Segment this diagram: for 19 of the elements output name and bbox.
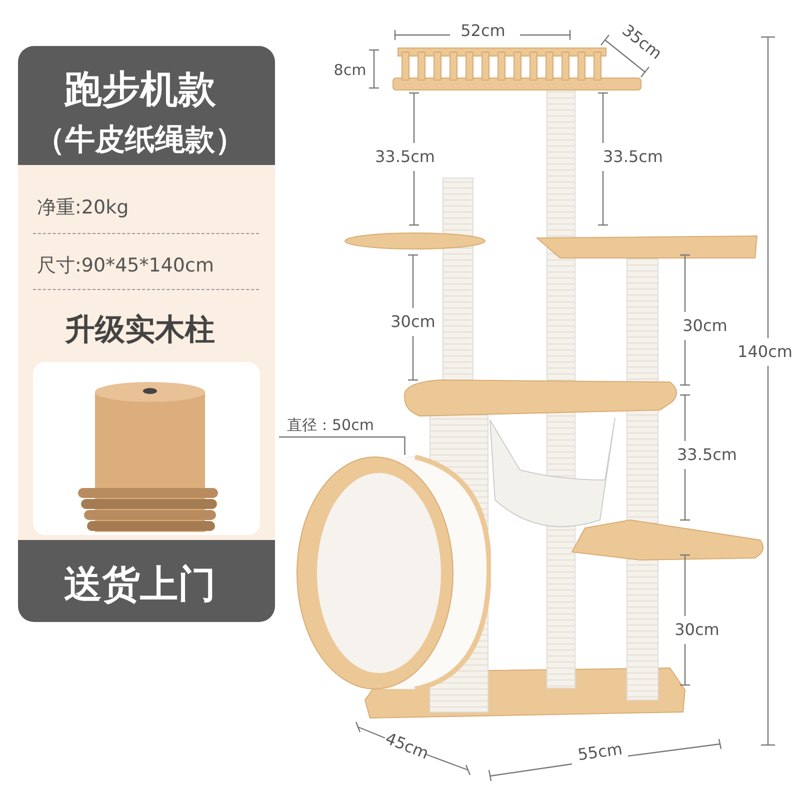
size-spec: 尺寸:90*45*140cm (37, 256, 214, 276)
dimension-label: 33.5cm (603, 148, 663, 166)
feature-heading: 升级实木柱 (65, 314, 215, 346)
dimension-label: 33.5cm (375, 148, 435, 166)
model-subtitle: （牛皮纸绳款） (35, 124, 245, 156)
dimension-label: 30cm (390, 313, 436, 331)
dimension-label: 45cm (382, 729, 432, 763)
dimension-label: 140cm (738, 343, 792, 361)
model-title: 跑步机款 (64, 69, 216, 111)
weight-spec: 净重:20kg (37, 198, 129, 218)
dimension-label: 30cm (682, 317, 728, 335)
dimension-label: 52cm (460, 22, 506, 40)
leader-line (279, 436, 406, 455)
dimension-label: 30cm (674, 621, 720, 639)
dimension-label: 8cm (334, 62, 366, 78)
delivery-note: 送货上门 (64, 564, 216, 606)
dimension-label: 55cm (576, 740, 624, 764)
callout-label: 直径：50cm (287, 416, 374, 434)
dimension-label: 33.5cm (677, 446, 737, 464)
